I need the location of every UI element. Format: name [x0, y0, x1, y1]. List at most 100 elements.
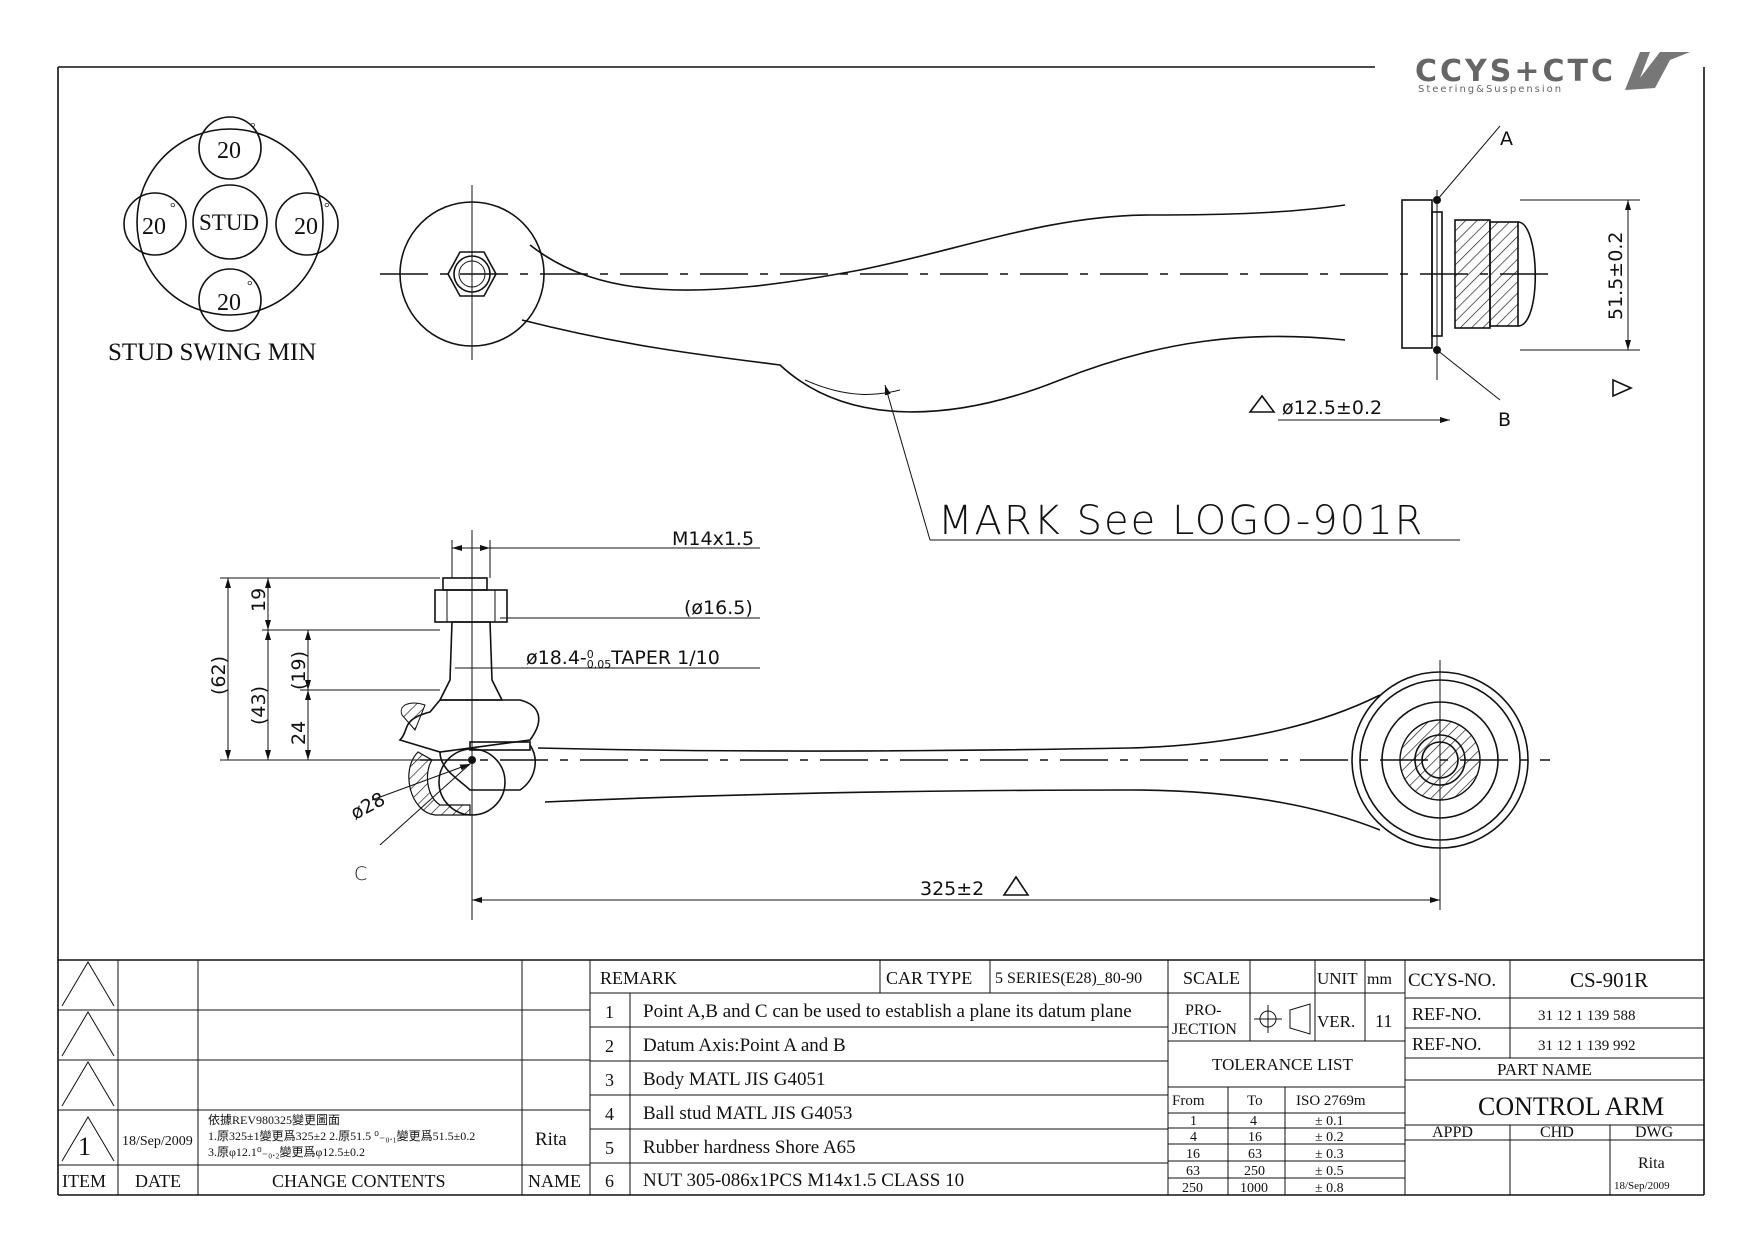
svg-text:5: 5 — [605, 1138, 614, 1158]
svg-text:TOLERANCE LIST: TOLERANCE LIST — [1212, 1055, 1353, 1074]
drawn-date: 18/Sep/2009 — [1614, 1180, 1670, 1192]
svg-text:From: From — [1172, 1093, 1205, 1109]
svg-text:CAR TYPE: CAR TYPE — [886, 968, 972, 988]
svg-text:ITEM: ITEM — [62, 1171, 106, 1191]
svg-text:DATE: DATE — [135, 1171, 181, 1191]
svg-text:63: 63 — [1186, 1164, 1200, 1179]
svg-text:2: 2 — [605, 1036, 614, 1056]
tolerance-row: 250 1000 ± 0.8 — [1182, 1181, 1344, 1196]
dimension-19a: 19 — [248, 588, 270, 612]
remarks-block: REMARK CAR TYPE 5 SERIES(E28)_80-90 1 Po… — [600, 968, 1142, 1191]
svg-text:SCALE: SCALE — [1183, 968, 1240, 988]
svg-text:°: ° — [250, 121, 256, 136]
svg-text:± 0.8: ± 0.8 — [1315, 1181, 1344, 1196]
revision-name: Rita — [535, 1129, 567, 1150]
thread-dimension: M14x1.5 — [672, 528, 754, 550]
svg-text:CCYS+CTC: CCYS+CTC — [1415, 54, 1616, 89]
remark-4: Ball stud MATL JIS G4053 — [643, 1103, 852, 1124]
length-dimension: 325±2 — [920, 878, 984, 900]
sheet-border — [57, 66, 1705, 1196]
swing-center-label: STUD — [199, 210, 259, 235]
swing-caption: STUD SWING MIN — [108, 339, 316, 366]
svg-text:NAME: NAME — [528, 1171, 581, 1191]
ref-number-2: 31 12 1 139 992 — [1538, 1038, 1636, 1054]
svg-text:VER.: VER. — [1317, 1012, 1355, 1031]
remark-6: NUT 305-086x1PCS M14x1.5 CLASS 10 — [643, 1170, 964, 1191]
revision-line2: 1.原325±1變更爲325±2 2.原51.5 ⁰₋₀.₁變更爲51.5±0.… — [208, 1128, 475, 1143]
part-name: CONTROL ARM — [1478, 1092, 1664, 1121]
swing-bottom-value: 20 — [217, 290, 241, 316]
svg-text:Steering&Suspension: Steering&Suspension — [1418, 84, 1563, 95]
tolerance-row: 16 63 ± 0.3 — [1186, 1147, 1344, 1162]
svg-text:16: 16 — [1186, 1147, 1200, 1162]
svg-text:1000: 1000 — [1240, 1181, 1268, 1196]
projection-symbol-icon — [1289, 1003, 1311, 1035]
svg-text:± 0.5: ± 0.5 — [1315, 1164, 1344, 1179]
stud-swing-diagram: 20 ° 20 ° 20 ° 20 ° STUD STUD SWING MIN — [108, 116, 339, 366]
svg-text:REF-NO.: REF-NO. — [1412, 1004, 1482, 1024]
swing-right-value: 20 — [294, 214, 318, 240]
tolerance-row: 4 16 ± 0.2 — [1190, 1130, 1344, 1145]
svg-text:4: 4 — [605, 1104, 614, 1124]
svg-text:ISO 2769m: ISO 2769m — [1296, 1093, 1366, 1109]
tolerance-row: 63 250 ± 0.5 — [1186, 1164, 1344, 1179]
svg-text:± 0.2: ± 0.2 — [1315, 1130, 1344, 1145]
top-view: A B 51.5±0.2 ø12.5±0.2 MARK See LOGO-901… — [380, 125, 1640, 544]
diameter-165: (ø16.5) — [684, 597, 753, 619]
car-type-value: 5 SERIES(E28)_80-90 — [995, 970, 1142, 987]
datum-triangle-icon — [1612, 378, 1633, 398]
revision-line3: 3.原φ12.1⁰₋₀.₂變更爲φ12.5±0.2 — [208, 1144, 365, 1159]
svg-text:1: 1 — [1190, 1114, 1197, 1129]
svg-text:°: ° — [170, 201, 176, 216]
remark-1: Point A,B and C can be used to establish… — [643, 1001, 1132, 1022]
point-b-label: B — [1498, 409, 1511, 431]
svg-text:250: 250 — [1182, 1181, 1203, 1196]
swing-left-value: 20 — [142, 214, 166, 240]
ccys-number: CS-901R — [1570, 968, 1648, 992]
dimension-24: 24 — [288, 721, 310, 745]
svg-text:6: 6 — [605, 1171, 614, 1191]
svg-text:REMARK: REMARK — [600, 968, 677, 988]
svg-text:CHANGE CONTENTS: CHANGE CONTENTS — [272, 1171, 446, 1191]
svg-text:16: 16 — [1248, 1130, 1262, 1145]
length-triangle-icon — [1002, 875, 1030, 896]
revision-block: 1 18/Sep/2009 依據REV980325變更圖面 1.原325±1變更… — [62, 1112, 581, 1191]
version-value: 11 — [1375, 1011, 1392, 1031]
svg-text:PRO-: PRO- — [1185, 1002, 1221, 1019]
ref-number-1: 31 12 1 139 588 — [1538, 1008, 1636, 1024]
svg-text:CHD: CHD — [1540, 1124, 1574, 1141]
remark-2: Datum Axis:Point A and B — [643, 1035, 846, 1056]
dimension-19b: (19) — [288, 651, 310, 690]
title-block-grid — [58, 959, 1704, 1195]
company-logo: CCYS+CTC Steering&Suspension — [1415, 52, 1690, 95]
point-c-label: C — [354, 863, 367, 885]
dimension-62: (62) — [208, 656, 230, 695]
remark-5: Rubber hardness Shore A65 — [643, 1137, 856, 1158]
revision-number: 1 — [78, 1132, 91, 1161]
svg-text:DWG: DWG — [1635, 1124, 1674, 1141]
height-dimension: 51.5±0.2 — [1605, 232, 1627, 320]
svg-text:JECTION: JECTION — [1172, 1021, 1237, 1038]
svg-text:250: 250 — [1244, 1164, 1265, 1179]
svg-text:UNIT: UNIT — [1317, 969, 1358, 988]
svg-text:APPD: APPD — [1432, 1124, 1473, 1141]
revision-date: 18/Sep/2009 — [122, 1134, 193, 1149]
svg-text:CCYS-NO.: CCYS-NO. — [1408, 970, 1496, 991]
drawn-by: Rita — [1638, 1155, 1665, 1172]
svg-text:4: 4 — [1190, 1130, 1197, 1145]
logo-swoosh-icon — [1625, 52, 1690, 90]
svg-text:REF-NO.: REF-NO. — [1412, 1034, 1482, 1054]
svg-text:± 0.3: ± 0.3 — [1315, 1147, 1344, 1162]
dimension-43: (43) — [248, 686, 270, 725]
mark-note: MARK See LOGO-901R — [938, 498, 1424, 544]
tolerance-row: 1 4 ± 0.1 — [1190, 1114, 1344, 1129]
revision-line1: 依據REV980325變更圖面 — [208, 1112, 340, 1127]
swing-top-value: 20 — [217, 138, 241, 164]
svg-text:To: To — [1247, 1093, 1263, 1109]
ball-diameter: ø28 — [347, 788, 389, 824]
svg-text:mm: mm — [1367, 971, 1392, 988]
svg-text:± 0.1: ± 0.1 — [1315, 1114, 1344, 1129]
